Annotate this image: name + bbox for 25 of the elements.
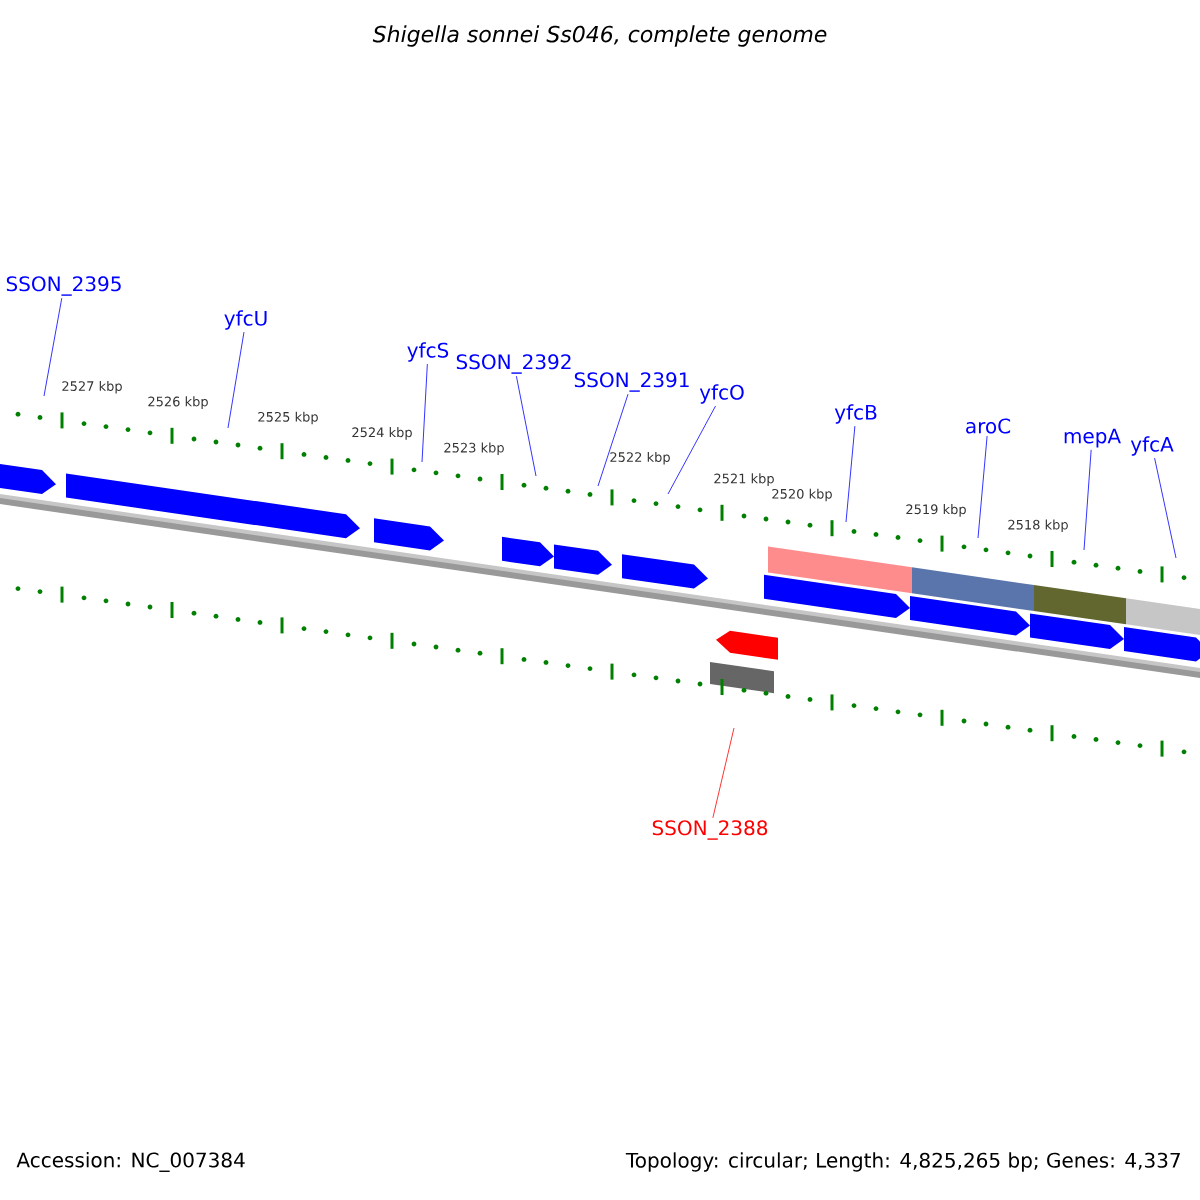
leader-line [597, 393, 629, 487]
leader-line [227, 331, 245, 429]
leader-line [1154, 457, 1177, 559]
leader-line [516, 375, 537, 477]
gene-label: aroC [966, 418, 1011, 434]
leader-line [667, 405, 716, 495]
leader-line [1083, 449, 1092, 551]
gene-label: SSON_2395 [6, 276, 121, 296]
leader-line [845, 425, 856, 523]
gene-label: yfcO [699, 384, 744, 404]
genome-info-text: Topology: circular; Length: 4,825,265 bp; Genes: 4,337 [625, 1152, 1180, 1172]
gene-label: yfcU [224, 310, 267, 330]
gene-label: SSON_2392 [456, 354, 571, 374]
gene-label: yfcA [1130, 436, 1174, 456]
leader-line [977, 435, 988, 539]
gene-label: SSON_2391 [574, 372, 689, 392]
leader-line [712, 727, 735, 819]
leader-line [421, 363, 428, 463]
gene-label: mepA [1064, 428, 1121, 448]
gene-label: SSON_2388 [652, 820, 768, 840]
accession-text: Accession: NC_007384 [16, 1152, 245, 1172]
gene-label: yfcS [407, 342, 449, 362]
title: Shigella sonnei Ss046, complete genome [372, 25, 827, 47]
gene-label: yfcB [834, 404, 877, 424]
leader-line [43, 297, 63, 397]
